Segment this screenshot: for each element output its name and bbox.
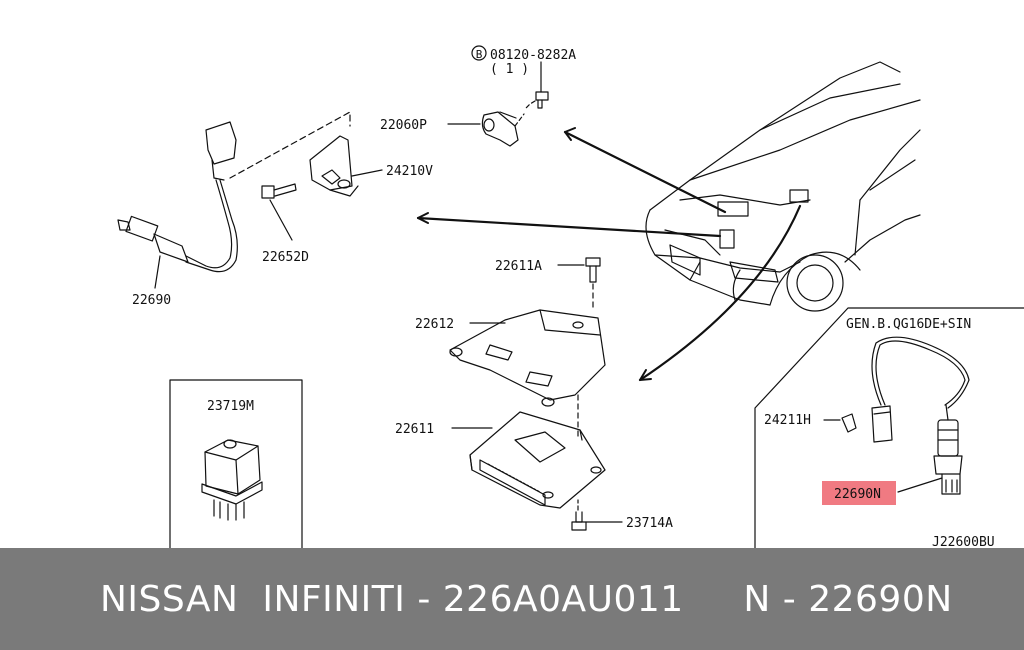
label-bolt-qty: ( 1 ) bbox=[490, 62, 529, 77]
label-relay: 23719M bbox=[207, 399, 254, 414]
screw-23714a bbox=[571, 511, 623, 531]
leader-arrows bbox=[416, 127, 802, 382]
label-bracket: 24210V bbox=[386, 164, 433, 179]
ecm-22611 bbox=[451, 411, 606, 511]
label-plate: 22612 bbox=[415, 317, 454, 332]
label-screw: 23714A bbox=[626, 516, 673, 531]
bracket-24210v bbox=[229, 111, 383, 197]
label-sensor-highlight: 22690N bbox=[834, 487, 881, 502]
label-engine-variant: GEN.B.QG16DE+SIN bbox=[846, 317, 971, 332]
variant-inset bbox=[754, 307, 1024, 548]
plate-22612 bbox=[449, 309, 606, 441]
parts-diagram: B 08120-8282A ( 1 ) 22060P 24210V 22652D… bbox=[117, 45, 1024, 548]
label-bolt-marker: B bbox=[476, 48, 483, 61]
label-stud: 22611A bbox=[495, 259, 542, 274]
bolt-22652d bbox=[261, 183, 297, 241]
sensor-22690 bbox=[117, 121, 238, 289]
bolt-08120 bbox=[471, 45, 549, 109]
label-clamp: 22060P bbox=[380, 118, 427, 133]
label-sensor: 22690 bbox=[132, 293, 171, 308]
label-diagram-code: J22600BU bbox=[932, 535, 995, 548]
car-outline bbox=[645, 61, 921, 312]
clamp-22060p bbox=[447, 111, 525, 147]
relay-inset bbox=[169, 379, 303, 548]
label-bolt: 22652D bbox=[262, 250, 309, 265]
part-number-banner: NISSAN INFINITI - 226A0AU011 N - 22690N bbox=[0, 548, 1024, 650]
part-number-text: NISSAN INFINITI - 226A0AU011 N - 22690N bbox=[100, 578, 953, 620]
highlight-box bbox=[822, 481, 896, 505]
label-ecm: 22611 bbox=[395, 422, 434, 437]
stud-22611a bbox=[557, 257, 601, 311]
label-bolt-ref: 08120-8282A bbox=[490, 48, 576, 63]
label-harness-clip: 24211H bbox=[764, 413, 811, 428]
